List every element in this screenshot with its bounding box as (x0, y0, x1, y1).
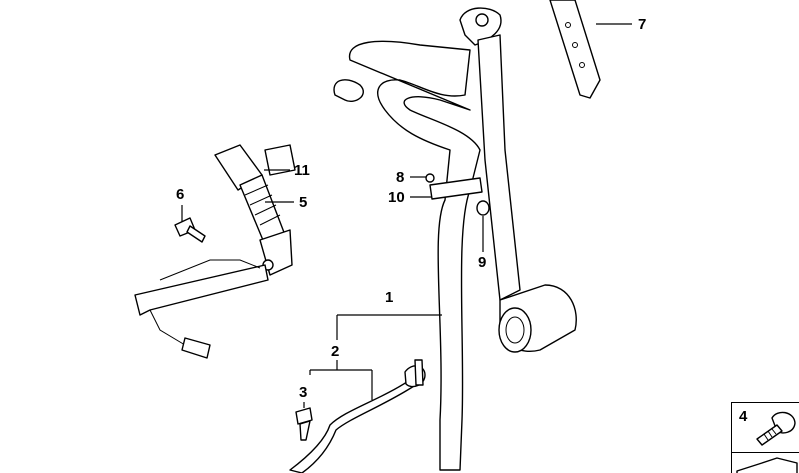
callout-8: 8 (396, 169, 405, 186)
belt-retractor (498, 284, 577, 353)
upper-belt-guide (459, 7, 521, 301)
nut-8 (425, 173, 435, 183)
callout-10: 10 (388, 189, 405, 206)
callout-6: 6 (176, 186, 185, 203)
callout-4: 4 (739, 408, 748, 425)
belt-buckle (134, 144, 293, 359)
callout-1: 1 (385, 289, 394, 306)
callout-2: 2 (331, 343, 340, 360)
bolt-4-icon (756, 411, 796, 446)
callout-7: 7 (638, 16, 647, 33)
cover-9 (476, 200, 490, 216)
bolt-3 (295, 407, 313, 441)
callout-11: 11 (294, 162, 310, 179)
legend-box-bolt-4: 4 (731, 402, 799, 454)
warning-label (264, 144, 296, 176)
callout-9: 9 (478, 254, 487, 271)
seat-belt-strap (333, 40, 483, 471)
bracket-icon (736, 457, 798, 473)
belt-end-fitting (289, 359, 426, 473)
legend-box-bracket (731, 452, 799, 473)
height-adjuster-rail (549, 0, 601, 99)
leader-lines (181, 23, 632, 408)
bolt-6 (174, 217, 206, 243)
callout-3: 3 (299, 384, 308, 401)
callout-5: 5 (299, 194, 308, 211)
